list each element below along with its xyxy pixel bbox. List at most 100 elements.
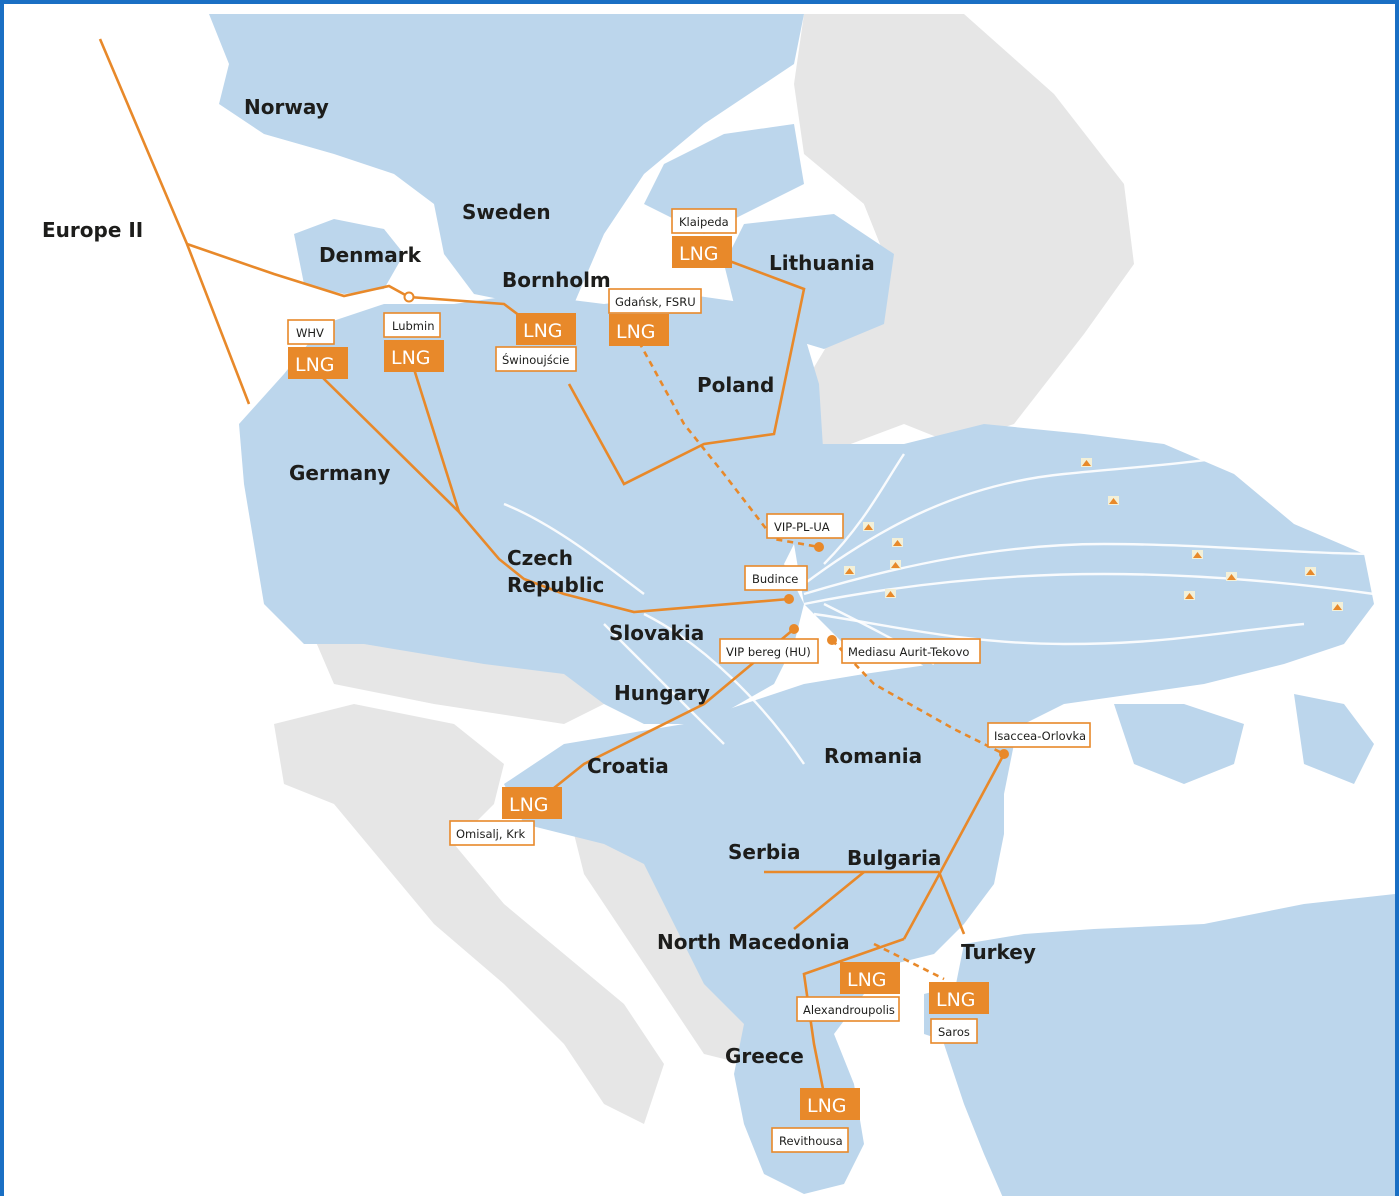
point-alexandroupolis[interactable]: Alexandroupolis xyxy=(796,996,900,1022)
label-turkey: Turkey xyxy=(961,940,1036,964)
label-sweden: Sweden xyxy=(462,200,551,224)
lubmin-junction-node xyxy=(403,291,415,303)
turkey-shape xyxy=(944,894,1395,1196)
gas-storage-icon xyxy=(844,566,855,575)
svg-text:Omisalj, Krk: Omisalj, Krk xyxy=(456,827,525,841)
svg-text:LNG: LNG xyxy=(391,347,431,369)
gas-storage-icon xyxy=(1332,602,1343,611)
label-poland: Poland xyxy=(697,373,774,397)
lng-whv[interactable]: LNG xyxy=(288,347,348,379)
pipelines xyxy=(98,38,1006,1095)
svg-text:LNG: LNG xyxy=(936,989,976,1011)
lng-gdansk[interactable]: LNG xyxy=(609,314,669,346)
croatia-pipeline xyxy=(533,628,795,806)
point-saros[interactable]: Saros xyxy=(930,1018,978,1044)
label-norway: Norway xyxy=(244,95,329,119)
label-germany: Germany xyxy=(289,461,390,485)
denmark-shape xyxy=(294,219,404,294)
lng-lubmin[interactable]: LNG xyxy=(384,340,444,372)
svg-text:Isaccea-Orlovka: Isaccea-Orlovka xyxy=(994,729,1086,743)
svg-text:Mediasu Aurit-Tekovo: Mediasu Aurit-Tekovo xyxy=(848,645,969,659)
lng-revithousa[interactable]: LNG xyxy=(800,1088,860,1120)
lng-terminals: LNG LNG LNG LNG LNG LNG LNG LNG LNG xyxy=(288,236,989,1120)
label-serbia: Serbia xyxy=(728,840,801,864)
budince-node xyxy=(784,594,794,604)
svg-text:VIP bereg (HU): VIP bereg (HU) xyxy=(726,645,811,659)
gdansk-pipeline xyxy=(637,341,820,549)
lng-klaipeda[interactable]: LNG xyxy=(672,236,732,268)
lng-saros[interactable]: LNG xyxy=(929,982,989,1014)
label-bulgaria: Bulgaria xyxy=(847,846,941,870)
swinoujscie-pipeline xyxy=(567,257,806,486)
point-isaccea[interactable]: Isaccea-Orlovka xyxy=(987,722,1091,748)
label-north-macedonia: North Macedonia xyxy=(657,930,850,954)
svg-text:VIP-PL-UA: VIP-PL-UA xyxy=(774,520,830,534)
europe-gas-map: Norway Sweden Europe II Denmark Bornholm… xyxy=(42,14,1395,1196)
svg-text:Revithousa: Revithousa xyxy=(779,1134,843,1148)
svg-text:LNG: LNG xyxy=(679,243,719,265)
label-denmark: Denmark xyxy=(319,243,422,267)
label-romania: Romania xyxy=(824,744,922,768)
other-land xyxy=(274,14,1134,1124)
point-klaipeda[interactable]: Klaipeda xyxy=(671,208,737,234)
point-omisalj[interactable]: Omisalj, Krk xyxy=(449,820,535,846)
point-vip-bereg[interactable]: VIP bereg (HU) xyxy=(719,638,819,664)
lubmin-pipeline xyxy=(412,368,461,513)
svg-text:Saros: Saros xyxy=(938,1025,970,1039)
vip-pl-ua-node xyxy=(814,542,824,552)
point-revithousa[interactable]: Revithousa xyxy=(771,1127,849,1153)
gas-storage-icon xyxy=(885,589,896,598)
label-czech: Czech xyxy=(507,546,573,570)
pipeline-nodes xyxy=(403,291,1009,759)
gas-storage-icon xyxy=(1108,496,1119,505)
gas-storage-icon xyxy=(863,522,874,531)
label-hungary: Hungary xyxy=(614,681,710,705)
svg-text:Lubmin: Lubmin xyxy=(392,319,434,333)
svg-text:LNG: LNG xyxy=(616,321,656,343)
gas-storage-icon xyxy=(890,560,901,569)
point-vip-pl-ua[interactable]: VIP-PL-UA xyxy=(766,513,844,539)
point-whv[interactable]: WHV xyxy=(287,319,335,345)
baltic-pipeline xyxy=(186,242,525,321)
balkans-shape xyxy=(504,664,1014,1194)
svg-text:Budince: Budince xyxy=(752,572,798,586)
label-slovakia: Slovakia xyxy=(609,621,704,645)
svg-text:LNG: LNG xyxy=(523,320,563,342)
gas-storage-icon xyxy=(892,538,903,547)
svg-text:LNG: LNG xyxy=(807,1095,847,1117)
label-greece: Greece xyxy=(725,1044,804,1068)
vip-bereg-node xyxy=(789,624,799,634)
svg-text:LNG: LNG xyxy=(509,794,549,816)
gas-storage-icon xyxy=(1226,572,1237,581)
point-labels: Klaipeda Gdańsk, FSRU Lubmin WHV Świnouj… xyxy=(287,208,1091,1153)
svg-text:Gdańsk, FSRU: Gdańsk, FSRU xyxy=(615,295,696,309)
point-budince[interactable]: Budince xyxy=(744,565,808,591)
mediasu-node xyxy=(827,635,837,645)
lng-omisalj[interactable]: LNG xyxy=(502,787,562,819)
svg-text:Klaipeda: Klaipeda xyxy=(679,215,729,229)
gas-storage-icon xyxy=(1192,550,1203,559)
label-croatia: Croatia xyxy=(587,754,669,778)
label-bornholm: Bornholm xyxy=(502,268,611,292)
label-republic: Republic xyxy=(507,573,604,597)
mediasu-pipeline xyxy=(831,639,1005,756)
svg-text:LNG: LNG xyxy=(295,354,335,376)
svg-text:WHV: WHV xyxy=(296,326,324,340)
gas-storage-icon xyxy=(1305,567,1316,576)
macedonia-pipeline xyxy=(793,870,865,931)
gas-storage-icon xyxy=(1184,591,1195,600)
svg-text:Alexandroupolis: Alexandroupolis xyxy=(803,1003,895,1017)
central-europe-shape xyxy=(239,294,824,724)
point-mediasu[interactable]: Mediasu Aurit-Tekovo xyxy=(841,638,981,664)
country-labels: Norway Sweden Europe II Denmark Bornholm… xyxy=(42,95,1036,1068)
svg-text:Świnoujście: Świnoujście xyxy=(502,352,569,367)
label-lithuania: Lithuania xyxy=(769,251,875,275)
lng-swinoujscie[interactable]: LNG xyxy=(516,313,576,345)
lng-alexandroupolis[interactable]: LNG xyxy=(840,962,900,994)
point-swinoujscie[interactable]: Świnoujście xyxy=(495,346,577,372)
label-europe-ii: Europe II xyxy=(42,218,143,242)
point-lubmin[interactable]: Lubmin xyxy=(383,312,441,338)
turkey-pipeline xyxy=(937,871,966,935)
point-gdansk[interactable]: Gdańsk, FSRU xyxy=(608,288,702,314)
scandinavia-shape xyxy=(209,14,804,304)
